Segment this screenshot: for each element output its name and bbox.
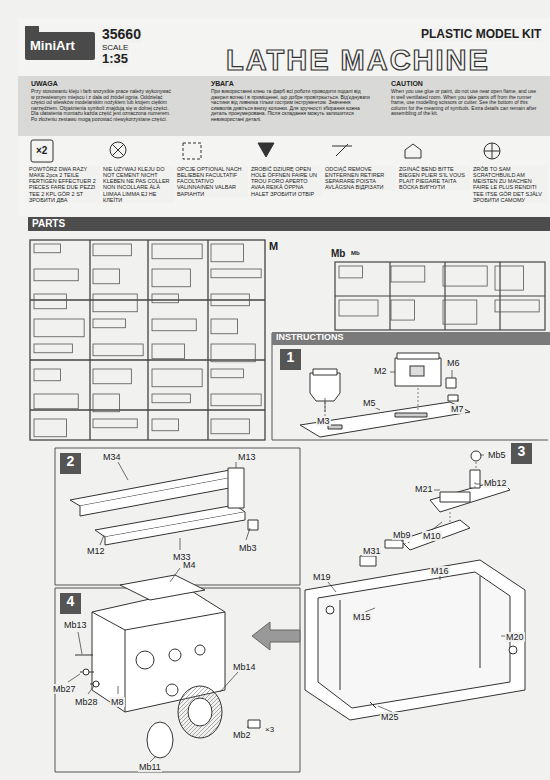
quantity-mark: ×3 bbox=[264, 726, 275, 735]
sprue-letter: M bbox=[268, 240, 279, 252]
step-number: 4 bbox=[60, 593, 81, 614]
warning-text: When you use glue or paint, do not use n… bbox=[390, 89, 542, 117]
part-label: M13 bbox=[237, 452, 257, 462]
part-label: M8 bbox=[110, 697, 125, 707]
step-number-text: 4 bbox=[64, 594, 77, 609]
sprue-tag: Mb bbox=[350, 250, 361, 257]
section-band-text: PARTS bbox=[32, 218, 546, 229]
warning-text: Przy stosowaniu kleju i farb wszystkie p… bbox=[30, 89, 177, 123]
part-label: M34 bbox=[102, 452, 122, 462]
scale-value: 1:35 bbox=[101, 52, 129, 67]
step-number: 3 bbox=[511, 443, 532, 464]
part-label: Mb11 bbox=[138, 762, 162, 772]
symbol-caption: NIE UŻYWAJ KLEJU DO NOT CEMENT NICHT KLE… bbox=[102, 166, 174, 203]
brand-logo: MiniArt bbox=[29, 39, 76, 54]
part-label: Mb2 bbox=[232, 730, 252, 740]
part-label: M25 bbox=[380, 712, 400, 722]
part-label: M16 bbox=[430, 566, 450, 576]
part-label: M5 bbox=[362, 398, 377, 408]
symbol-caption: ZRÓB TO SAM SCRATCHBUILD AM MEISTEN ZU M… bbox=[472, 166, 548, 203]
warning-text: При використанні клею та фарб всі роботи… bbox=[210, 89, 372, 123]
part-label: M31 bbox=[362, 546, 382, 556]
part-label: M4 bbox=[182, 560, 197, 570]
sprue-letter: Mb bbox=[330, 248, 346, 259]
part-label: M10 bbox=[422, 531, 442, 541]
part-label: Mb14 bbox=[232, 662, 257, 672]
part-label: Mb28 bbox=[74, 697, 99, 707]
part-label: M21 bbox=[414, 484, 434, 494]
part-label: Mb13 bbox=[63, 620, 88, 630]
symbol-caption: ZGINAĆ BEND BITTE BIEGEN PLIER S'IL VOUS… bbox=[398, 166, 470, 191]
kit-type: PLASTIC MODEL KIT bbox=[420, 28, 542, 41]
section-band: PARTS bbox=[28, 217, 550, 231]
section-band-text: INSTRUCTIONS bbox=[276, 333, 546, 343]
warning-heading: UWAGA bbox=[30, 80, 59, 88]
symbol-text: ×2 bbox=[35, 145, 48, 156]
step-number-text: 2 bbox=[64, 454, 77, 469]
part-label: M6 bbox=[446, 358, 461, 368]
symbol-caption: OPCJE OPTIONAL NACH BELIEBEN FACULTATIF … bbox=[176, 166, 248, 197]
symbol-caption: ZROBIĆ DZIURĘ OPEN HOLE ÖFFNEN FAIRE UN … bbox=[250, 166, 322, 197]
step-number-text: 3 bbox=[515, 444, 528, 459]
part-label: M19 bbox=[312, 572, 332, 582]
step-number: 1 bbox=[280, 349, 301, 370]
symbol-caption: POWTÓRZ DWA RAZY MAKE 2pcs 2 TEILE FERTI… bbox=[28, 166, 100, 203]
part-label: M3 bbox=[316, 416, 331, 426]
kit-number: 35660 bbox=[101, 27, 142, 43]
part-label: Mb3 bbox=[238, 543, 258, 553]
part-label: M7 bbox=[450, 404, 465, 414]
kit-title: LATHE MACHINE bbox=[226, 44, 490, 76]
part-label: Mb5 bbox=[487, 450, 507, 460]
step-number-text: 1 bbox=[284, 350, 297, 365]
warning-heading: УВАГА bbox=[210, 80, 235, 88]
part-label: M2 bbox=[373, 366, 388, 376]
step-number: 2 bbox=[60, 453, 81, 474]
part-label: M20 bbox=[505, 632, 525, 642]
part-label: Mb9 bbox=[392, 530, 412, 540]
part-label: M12 bbox=[86, 546, 106, 556]
part-label: Mb12 bbox=[483, 478, 508, 488]
section-band: INSTRUCTIONS bbox=[272, 332, 550, 345]
part-label: M15 bbox=[352, 612, 372, 622]
part-label: Mb27 bbox=[52, 684, 77, 694]
warning-heading: CAUTION bbox=[390, 80, 424, 88]
symbol-caption: ODCIĄĆ REMOVE ENTFERNEN RETIRER SEPARARE… bbox=[324, 166, 396, 191]
